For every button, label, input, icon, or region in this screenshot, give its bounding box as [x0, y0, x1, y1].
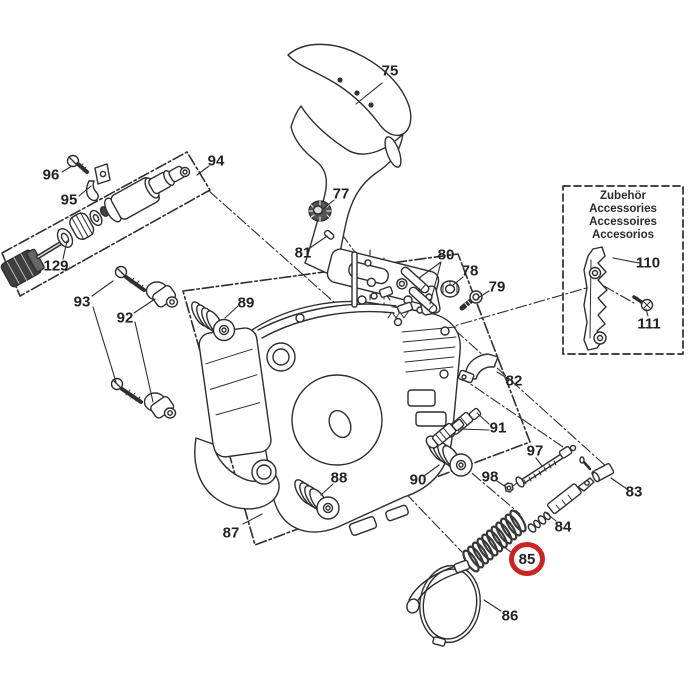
accessories-label-es: Accesorios	[591, 229, 654, 241]
oil-pump-assembly	[0, 165, 191, 288]
screw-96	[66, 154, 89, 174]
pin-83	[579, 456, 615, 483]
pump-drive-cylinder	[0, 248, 45, 288]
top-handle	[287, 43, 440, 306]
leader-lines	[61, 82, 649, 612]
pump-worm	[69, 212, 95, 240]
buffer-88	[294, 479, 340, 520]
nut-98	[504, 482, 518, 493]
tension-screw-97	[515, 444, 577, 488]
screw-111	[632, 295, 654, 312]
collars-92	[143, 281, 179, 419]
spring-85	[462, 509, 527, 573]
brake-band-86	[406, 559, 481, 647]
elbow-82	[457, 353, 499, 384]
handle-logo-dots	[337, 77, 374, 108]
accessories-box-outline	[562, 185, 684, 355]
crankcase-body	[194, 251, 461, 536]
pins-80	[400, 266, 438, 314]
accessories-label-en: Accessories	[589, 203, 657, 215]
chain-adjuster-84	[527, 477, 595, 533]
pin-81	[323, 229, 335, 240]
accessories-label-de: Zubehör	[600, 190, 646, 202]
accessories-label-fr: Accessoires	[589, 216, 657, 228]
buffer-89	[191, 301, 236, 342]
screws-93	[110, 265, 146, 404]
spike-bumper-110	[583, 246, 608, 351]
screw-79	[459, 290, 483, 311]
screws-91	[425, 407, 482, 449]
bushing-78	[440, 280, 460, 298]
accessories-box-text: Zubehör Accessories Accessoires Accesori…	[563, 190, 683, 242]
clip-95	[85, 163, 111, 202]
knob-77	[308, 200, 332, 222]
